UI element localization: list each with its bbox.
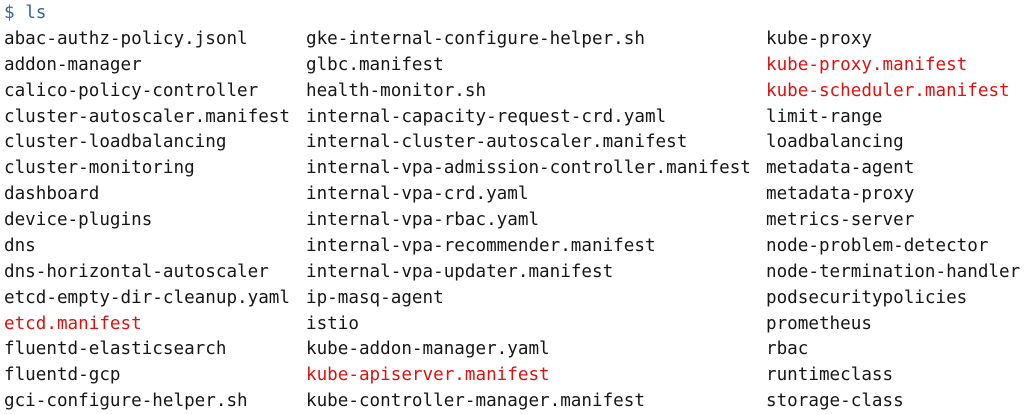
listing-column-2: gke-internal-configure-helper.sh glbc.man…: [306, 27, 751, 414]
file-entry: kube-proxy: [766, 28, 872, 49]
file-entry: internal-vpa-updater.manifest: [306, 261, 614, 282]
file-entry: dashboard: [4, 184, 100, 205]
file-entry: health-monitor.sh: [306, 80, 487, 101]
file-entry: glbc.manifest: [306, 54, 444, 75]
file-entry: dns: [4, 235, 36, 256]
file-entry: fluentd-gcp: [4, 365, 121, 386]
file-entry: storage-class: [766, 391, 904, 412]
file-entry: addon-manager: [4, 54, 142, 75]
file-entry: node-termination-handler: [766, 261, 1021, 282]
file-entry: cluster-autoscaler.manifest: [4, 106, 290, 127]
file-entry: kube-proxy.manifest: [766, 54, 968, 75]
file-entry: internal-vpa-crd.yaml: [306, 184, 529, 205]
file-entry: abac-authz-policy.jsonl: [4, 28, 248, 49]
file-entry: fluentd-elasticsearch: [4, 339, 227, 360]
file-entry: podsecuritypolicies: [766, 287, 968, 308]
file-entry: device-plugins: [4, 210, 153, 231]
file-entry: calico-policy-controller: [4, 80, 259, 101]
file-entry: kube-controller-manager.manifest: [306, 391, 645, 412]
file-entry: metadata-agent: [766, 158, 915, 179]
file-entry: etcd.manifest: [4, 313, 142, 334]
file-entry: internal-vpa-admission-controller.manife…: [306, 158, 751, 179]
file-entry: kube-scheduler.manifest: [766, 80, 1010, 101]
file-entry: loadbalancing: [766, 132, 904, 153]
file-entry: cluster-monitoring: [4, 158, 195, 179]
file-entry: gke-internal-configure-helper.sh: [306, 28, 645, 49]
file-entry: ip-masq-agent: [306, 287, 444, 308]
prompt-symbol: $: [4, 3, 15, 23]
file-entry: internal-capacity-request-crd.yaml: [306, 106, 667, 127]
file-entry: rbac: [766, 339, 809, 360]
command-text: ls: [25, 3, 47, 23]
listing-column-1: abac-authz-policy.jsonl addon-manager cali…: [4, 27, 290, 414]
file-entry: metadata-proxy: [766, 184, 915, 205]
prompt-line: $ ls: [4, 1, 46, 27]
file-entry: prometheus: [766, 313, 872, 334]
file-entry: kube-addon-manager.yaml: [306, 339, 550, 360]
file-entry: dns-horizontal-autoscaler: [4, 261, 269, 282]
file-entry: etcd-empty-dir-cleanup.yaml: [4, 287, 290, 308]
file-entry: node-problem-detector: [766, 235, 989, 256]
file-entry: metrics-server: [766, 210, 915, 231]
file-entry: runtimeclass: [766, 365, 894, 386]
file-entry: internal-cluster-autoscaler.manifest: [306, 132, 688, 153]
file-entry: internal-vpa-recommender.manifest: [306, 235, 656, 256]
file-entry: internal-vpa-rbac.yaml: [306, 210, 540, 231]
file-entry: istio: [306, 313, 359, 334]
file-entry: limit-range: [766, 106, 883, 127]
file-entry: kube-apiserver.manifest: [306, 365, 550, 386]
listing-column-3: kube-proxy kube-proxy.manifest kube-schedu…: [766, 27, 1020, 414]
file-entry: gci-configure-helper.sh: [4, 391, 248, 412]
file-entry: cluster-loadbalancing: [4, 132, 227, 153]
